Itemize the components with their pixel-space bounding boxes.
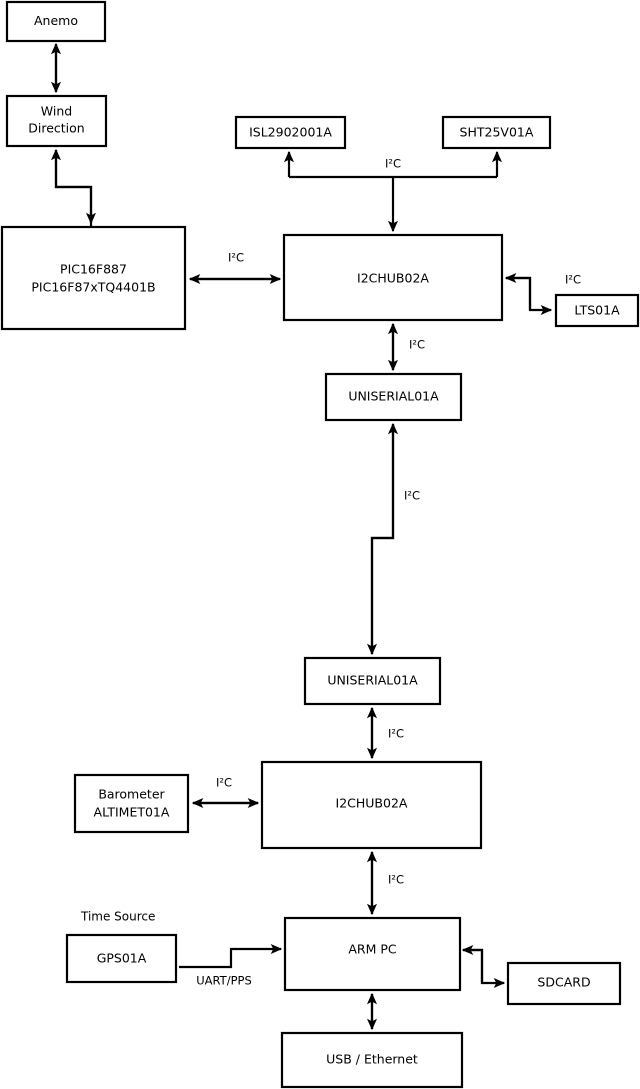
node-uniserial01a-2[interactable]: UNISERIAL01A — [303, 656, 442, 706]
node-pic[interactable]: PIC16F887 PIC16F87xTQ4401B — [0, 225, 187, 331]
node-i2chub02a-bottom[interactable]: I2CHUB02A — [260, 760, 483, 850]
node-sdcard-label: SDCARD — [537, 975, 590, 990]
arrow-left-armpc — [461, 944, 484, 983]
node-uniserial01a-2-label: UNISERIAL01A — [327, 673, 418, 688]
node-arm-pc-box[interactable] — [283, 916, 462, 992]
edge-uniserial2-hub2: I²C — [366, 706, 404, 760]
edge-label-hub1-sensors: I²C — [385, 157, 401, 171]
node-uniserial01a-1-label: UNISERIAL01A — [348, 389, 439, 404]
edge-label-hub1-lts: I²C — [565, 273, 581, 287]
node-sdcard-box[interactable] — [506, 961, 622, 1006]
edge-label-hub2-armpc: I²C — [388, 873, 404, 887]
node-barometer[interactable]: Barometer ALTIMET01A — [73, 773, 190, 834]
node-pic-label-2: PIC16F87xTQ4401B — [31, 280, 155, 295]
edge-label-hub1-uniserial1: I²C — [409, 338, 425, 352]
node-i2chub02a-bottom-box[interactable] — [260, 760, 483, 850]
edge-label-gps-armpc: UART/PPS — [196, 974, 252, 988]
node-lts01a[interactable]: LTS01A — [554, 293, 640, 328]
node-i2chub02a-top-label: I2CHUB02A — [357, 271, 429, 286]
edge-pic-hub1: I²C — [188, 251, 282, 285]
node-sht25v01a[interactable]: SHT25V01A — [441, 115, 552, 150]
node-wind-direction[interactable]: Wind Direction — [5, 94, 108, 148]
edge-hub2-armpc: I²C — [366, 850, 404, 916]
arrow-down-uniserial2 — [366, 424, 395, 656]
node-anemo-label: Anemo — [34, 13, 78, 28]
node-isl2902001a[interactable]: ISL2902001A — [234, 115, 347, 150]
node-wind-direction-label-1: Wind — [41, 104, 72, 119]
edge-wind-pic — [50, 148, 97, 227]
node-sdcard[interactable]: SDCARD — [506, 961, 622, 1006]
arrow-left-hub1-lts — [504, 272, 532, 310]
arrow-down-pic — [54, 150, 97, 225]
node-gps01a-box[interactable] — [65, 933, 178, 984]
edge-label-barometer-hub2: I²C — [216, 776, 232, 790]
edge-hub1-uniserial1: I²C — [387, 322, 425, 372]
node-isl2902001a-label: ISL2902001A — [249, 125, 332, 140]
arrow-right-armpc-gps — [179, 943, 283, 969]
edge-label-pic-hub1: I²C — [228, 251, 244, 265]
node-usb-ethernet[interactable]: USB / Ethernet — [280, 1031, 464, 1089]
node-gps01a-label: GPS01A — [97, 951, 147, 966]
arrow-up-wind — [50, 148, 93, 227]
node-pic-box[interactable] — [0, 225, 187, 331]
edge-uniserial1-uniserial2: I²C — [366, 422, 420, 656]
node-barometer-label-1: Barometer — [98, 787, 165, 802]
node-usb-ethernet-box[interactable] — [280, 1031, 464, 1089]
node-i2chub02a-top[interactable]: I2CHUB02A — [282, 233, 504, 322]
node-usb-ethernet-label: USB / Ethernet — [326, 1052, 418, 1067]
edge-label-uniserial2-hub2: I²C — [388, 727, 404, 741]
edge-barometer-hub2: I²C — [191, 776, 260, 809]
node-uniserial01a-1-box[interactable] — [324, 372, 463, 422]
node-isl2902001a-box[interactable] — [234, 115, 347, 150]
node-lts01a-box[interactable] — [554, 293, 640, 328]
node-uniserial01a-1[interactable]: UNISERIAL01A — [324, 372, 463, 422]
node-wind-direction-box[interactable] — [5, 94, 108, 148]
node-sht25v01a-box[interactable] — [441, 115, 552, 150]
node-gps01a[interactable]: GPS01A — [65, 933, 178, 984]
time-source-annotation: Time Source — [80, 910, 155, 924]
edge-armpc-sdcard — [461, 944, 506, 989]
node-i2chub02a-top-box[interactable] — [282, 233, 504, 322]
node-sht25v01a-label: SHT25V01A — [460, 125, 534, 140]
node-barometer-label-2: ALTIMET01A — [94, 805, 170, 820]
node-lts01a-label: LTS01A — [574, 303, 620, 318]
node-barometer-box[interactable] — [73, 773, 190, 834]
node-pic-label-1: PIC16F887 — [60, 262, 127, 277]
edge-gps-armpc: UART/PPS — [179, 943, 283, 988]
edge-hub1-lts: I²C — [504, 272, 581, 316]
node-anemo[interactable]: Anemo — [5, 0, 107, 43]
node-arm-pc-label: ARM PC — [348, 942, 397, 957]
node-uniserial01a-2-box[interactable] — [303, 656, 442, 706]
arrow-right-lts — [506, 276, 553, 316]
arrow-right-sdcard — [463, 948, 506, 989]
node-i2chub02a-bottom-label: I2CHUB02A — [336, 796, 408, 811]
edge-label-uniserial1-uniserial2: I²C — [404, 489, 420, 503]
node-anemo-box[interactable] — [5, 0, 107, 43]
node-arm-pc[interactable]: ARM PC — [283, 916, 462, 992]
edge-hub1-sensors: I²C — [283, 150, 503, 233]
node-wind-direction-label-2: Direction — [28, 121, 84, 136]
